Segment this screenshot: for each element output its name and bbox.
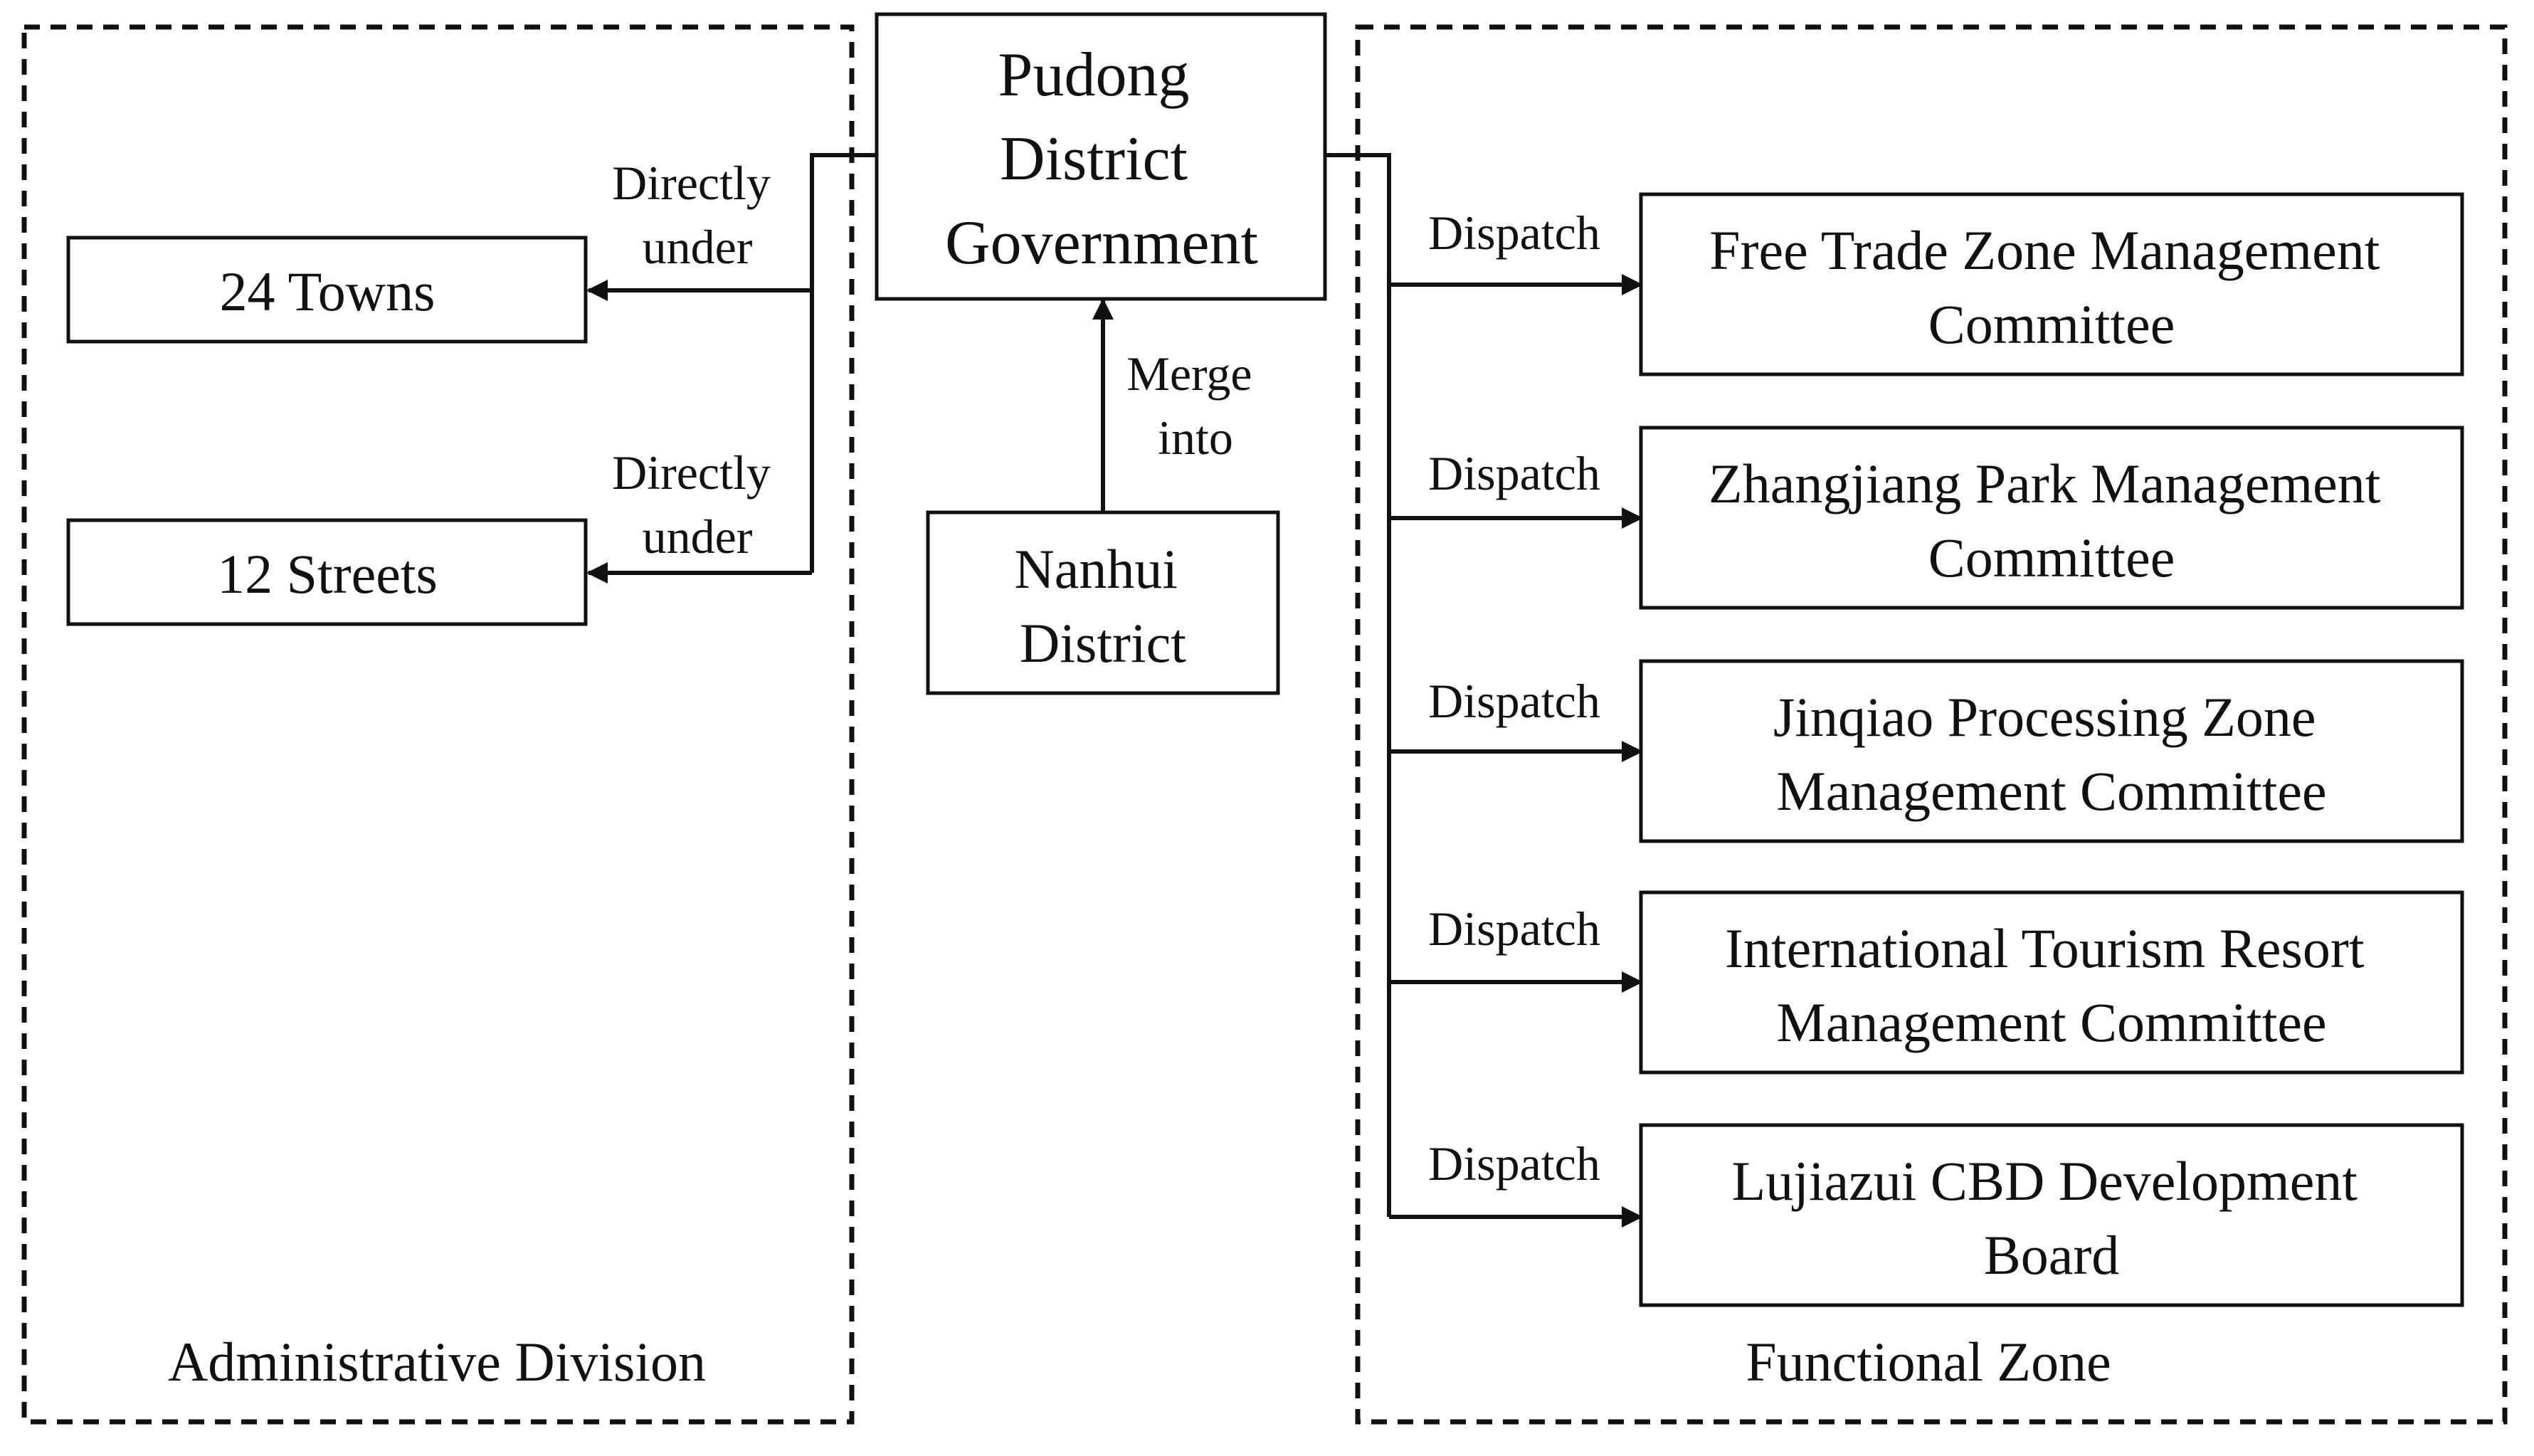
streets-line-1: 12 Streets: [217, 543, 438, 605]
streets-edge-label: Directly under: [612, 445, 783, 564]
nanhui-district-line-2: District: [1020, 612, 1186, 674]
jinqiao-committee-line-1: Jinqiao Processing Zone: [1773, 686, 2316, 748]
tourism-committee-line-2: Management Committee: [1776, 991, 2326, 1053]
zhangjiang-dispatch-label: Dispatch: [1428, 446, 1600, 500]
pudong-government-box: [875, 12, 1327, 301]
streets-box: [66, 518, 588, 626]
towns-label: 24 Towns: [220, 260, 435, 322]
jinqiao-dispatch-label: Dispatch: [1428, 674, 1600, 728]
functional-zone-region: [1355, 24, 2508, 1425]
tourism-dispatch-label: Dispatch: [1428, 902, 1600, 956]
lujiazui-dispatch-label: Dispatch: [1428, 1136, 1600, 1191]
lujiazui-board-label: Lujiazui CBD Development Board: [1732, 1150, 2372, 1286]
zhangjiang-committee-line-1: Zhangjiang Park Management: [1709, 453, 2381, 515]
zhangjiang-committee-line-2: Committee: [1928, 527, 2175, 589]
pudong-government-line-3: Government: [945, 209, 1258, 278]
jinqiao-committee-label: Jinqiao Processing Zone Management Commi…: [1773, 686, 2330, 822]
streets-edge-line-1: Directly: [612, 445, 771, 500]
ftz-dispatch-label: Dispatch: [1428, 206, 1600, 260]
pudong-government-label: Pudong District Government: [945, 41, 1258, 278]
nanhui-district-box: [926, 510, 1280, 695]
merge-edge-label: Merge into: [1126, 347, 1264, 465]
towns-box: [66, 236, 588, 344]
tourism-committee-label: International Tourism Resort Management …: [1725, 917, 2378, 1053]
pudong-government-line-1: Pudong: [998, 41, 1190, 110]
tourism-committee-line-1: International Tourism Resort: [1725, 917, 2365, 979]
administrative-division-region: [21, 24, 855, 1425]
nanhui-district-line-1: Nanhui: [1014, 538, 1178, 600]
towns-edge-label: Directly under: [612, 156, 783, 274]
streets-label: 12 Streets: [217, 543, 438, 605]
zhangjiang-committee-label: Zhangjiang Park Management Committee: [1709, 453, 2395, 589]
lujiazui-board-line-2: Board: [1984, 1224, 2120, 1286]
lujiazui-board-line-1: Lujiazui CBD Development: [1732, 1150, 2358, 1212]
tourism-committee-box: [1639, 890, 2464, 1075]
jinqiao-committee-box: [1639, 659, 2464, 843]
administrative-division-label: Administrative Division: [168, 1331, 706, 1393]
zhangjiang-committee-box: [1639, 426, 2464, 610]
pudong-to-functional-trunk: [1326, 153, 1391, 1217]
lujiazui-board-box: [1639, 1123, 2464, 1307]
towns-line-1: 24 Towns: [220, 260, 435, 322]
ftz-committee-label: Free Trade Zone Management Committee: [1709, 219, 2394, 355]
pudong-government-line-2: District: [1000, 125, 1188, 194]
ftz-committee-line-1: Free Trade Zone Management: [1709, 219, 2380, 281]
ftz-committee-line-2: Committee: [1928, 293, 2175, 355]
nanhui-district-label: Nanhui District: [1014, 538, 1191, 674]
merge-edge-line-1: Merge: [1126, 347, 1252, 401]
towns-edge-line-1: Directly: [612, 156, 771, 210]
functional-zone-label: Functional Zone: [1746, 1331, 2111, 1393]
streets-edge-line-2: under: [643, 510, 753, 564]
towns-edge-line-2: under: [643, 220, 753, 274]
pudong-to-admin-trunk: [810, 153, 877, 573]
jinqiao-committee-line-2: Management Committee: [1776, 760, 2326, 822]
merge-edge-line-2: into: [1158, 411, 1233, 465]
ftz-committee-box: [1639, 192, 2464, 376]
